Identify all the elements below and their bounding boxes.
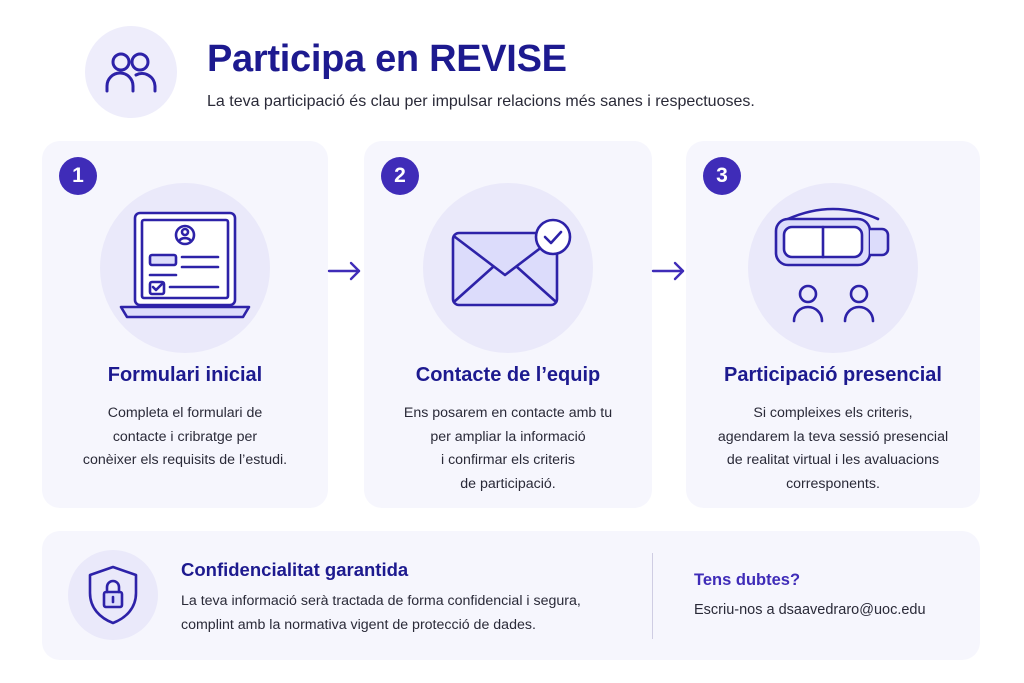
step-description: Ens posarem en contacte amb tu per ampli… (403, 405, 613, 492)
arrow-right-icon (651, 261, 685, 281)
people-icon (105, 52, 157, 93)
vr-headset-icon (774, 207, 890, 323)
step-title: Formulari inicial (107, 364, 263, 386)
step-card-contacte: 2 Contacte de l’equip Ens posarem en con… (364, 141, 652, 508)
step-card-formulari: 1 Formulari inicial Completa el formular… (42, 141, 328, 508)
footer-divider (652, 553, 653, 639)
step-description: Si compleixes els criteris, agendarem la… (717, 405, 949, 492)
envelope-check-icon (451, 218, 572, 307)
step-number-badge: 1 (59, 157, 97, 195)
illustration-circle (100, 183, 270, 353)
page-subtitle: La teva participació és clau per impulsa… (207, 93, 755, 110)
step-number-badge: 2 (381, 157, 419, 195)
shield-circle (68, 550, 158, 640)
step-number-badge: 3 (703, 157, 741, 195)
step-title: Contacte de l’equip (415, 364, 601, 386)
shield-lock-icon (88, 565, 138, 625)
laptop-form-icon (119, 211, 251, 319)
step-description: Completa el formulari de contacte i crib… (82, 405, 288, 468)
confidentiality-title: Confidencialitat garantida (181, 559, 409, 580)
confidentiality-text: La teva informació serà tractada de form… (181, 593, 581, 633)
help-title: Tens dubtes? (694, 571, 801, 589)
illustration-circle (748, 183, 918, 353)
arrow-right-icon (327, 261, 361, 281)
header-icon-circle (85, 26, 177, 118)
footer-info-card: Confidencialitat garantida La teva infor… (42, 531, 980, 660)
page-title: Participa en REVISE (207, 38, 567, 80)
step-title: Participació presencial (724, 364, 942, 386)
help-contact-email[interactable]: Escriu-nos a dsaavedraro@uoc.edu (694, 602, 926, 618)
illustration-circle (423, 183, 593, 353)
step-card-participacio: 3 Participació presencial Si compleixes … (686, 141, 980, 508)
